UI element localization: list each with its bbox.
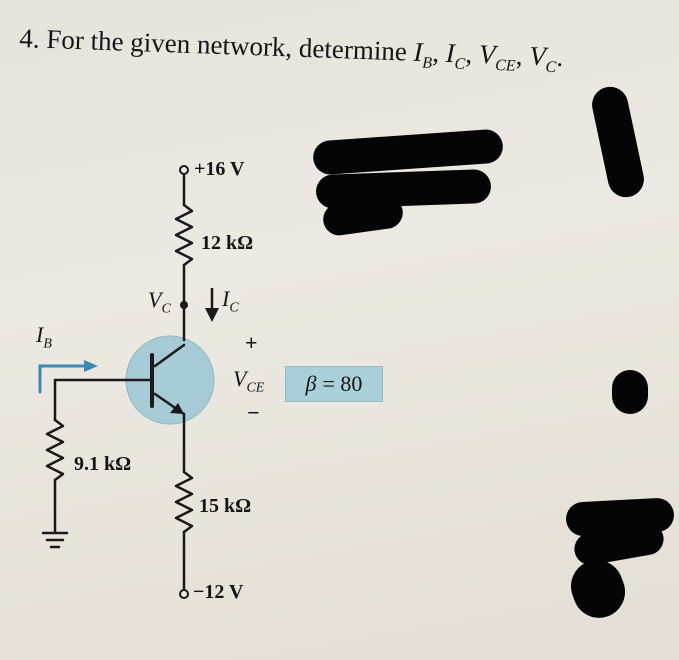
vee-label: −12 V — [193, 581, 244, 603]
vc-node-label: VC — [148, 287, 171, 317]
vce-minus: − — [247, 400, 260, 425]
ground-symbol — [41, 531, 69, 549]
rc-resistor — [174, 203, 194, 267]
ib-arrow-head — [84, 360, 98, 372]
beta-value: = 80 — [322, 371, 363, 396]
rb-resistor — [45, 418, 65, 482]
beta-box: β = 80 — [285, 366, 383, 402]
vee-terminal — [179, 589, 189, 599]
ib-label: IB — [36, 322, 52, 352]
re-label: 15 kΩ — [199, 495, 252, 517]
vcc-label: +16 V — [194, 158, 245, 180]
vce-label: VCE — [233, 366, 265, 396]
vce-plus: + — [245, 330, 258, 355]
rb-label: 9.1 kΩ — [74, 453, 132, 475]
re-resistor — [174, 470, 194, 534]
ib-arrow — [38, 364, 88, 394]
collector-lead — [153, 343, 186, 368]
emitter-arrow — [170, 403, 184, 414]
redaction-mark — [612, 370, 648, 414]
vcc-terminal — [179, 165, 189, 175]
vc-node — [180, 301, 188, 309]
ic-arrow — [205, 288, 219, 322]
base-wire — [53, 378, 130, 422]
beta-symbol: β — [305, 371, 317, 396]
ic-label: IC — [222, 286, 239, 316]
rc-label: 12 kΩ — [201, 232, 254, 254]
